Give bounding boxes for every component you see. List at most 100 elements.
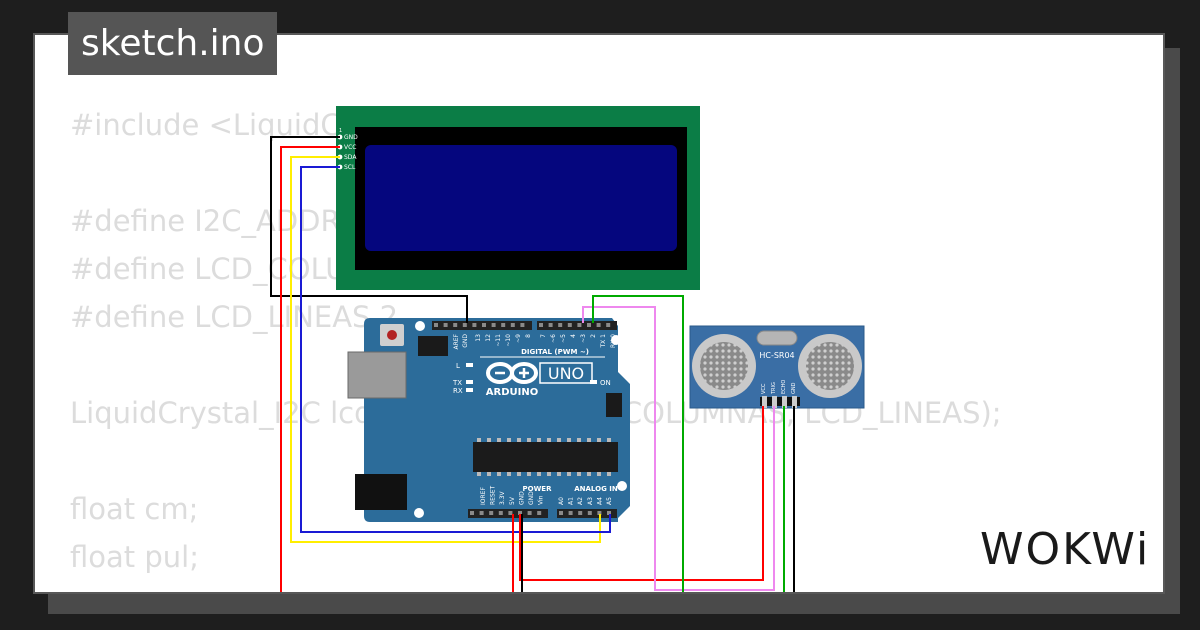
header-pin[interactable] xyxy=(587,511,592,515)
header-pin[interactable] xyxy=(479,511,484,515)
sensor-pin-vcc[interactable] xyxy=(762,396,767,408)
chip-leg xyxy=(477,472,481,476)
sensor-pin-labels: VCC TRIG ECHO GND xyxy=(761,380,797,395)
header-pin[interactable] xyxy=(501,323,506,327)
header-pin[interactable] xyxy=(489,511,494,515)
header-pin[interactable] xyxy=(510,323,515,327)
top-pin-label: 8 xyxy=(525,334,532,338)
header-pin[interactable] xyxy=(482,323,486,327)
usb-port xyxy=(347,351,407,399)
header-pin[interactable] xyxy=(587,323,591,327)
header-pin[interactable] xyxy=(558,323,563,327)
wire-sensor-echo[interactable] xyxy=(592,295,684,595)
header-pin[interactable] xyxy=(537,511,542,515)
chip-leg xyxy=(507,472,511,476)
chip-leg xyxy=(517,472,521,476)
hc-sr04-sensor[interactable]: HC-SR04 VCC TRIG ECHO GND xyxy=(689,325,865,409)
power-label: POWER xyxy=(523,485,553,493)
lcd-module[interactable]: 1 GND VCC SDA SCL xyxy=(336,106,700,290)
header-pin[interactable] xyxy=(518,511,522,515)
chip-leg xyxy=(557,472,561,476)
led-label-rx: RX xyxy=(453,387,463,395)
header-pin[interactable] xyxy=(470,511,474,515)
header-pin[interactable] xyxy=(548,323,553,327)
header-pin[interactable] xyxy=(508,511,513,515)
led-label-tx: TX xyxy=(452,379,462,387)
analog-label: ANALOG IN xyxy=(574,485,618,493)
sensor-mesh-right xyxy=(806,342,854,390)
wire-sensor-vcc[interactable] xyxy=(519,406,764,581)
bottom-header-pins xyxy=(470,511,611,515)
header-pin[interactable] xyxy=(472,323,477,327)
chip-leg xyxy=(607,438,611,442)
chip-leg xyxy=(487,438,491,442)
mount-hole xyxy=(415,321,425,331)
sensor-pin-label: GND xyxy=(791,382,797,394)
wires xyxy=(270,136,795,595)
led-label-l: L xyxy=(456,362,460,370)
header-pin[interactable] xyxy=(491,323,496,327)
mount-hole xyxy=(611,335,621,345)
header-pin[interactable] xyxy=(577,323,582,327)
top-pin-label: RX 0 xyxy=(610,334,617,348)
header-pin[interactable] xyxy=(578,511,583,515)
chip-leg xyxy=(537,472,541,476)
power-pin-label: 5V xyxy=(509,496,516,505)
header-pin[interactable] xyxy=(434,323,438,327)
code-line: float cm; xyxy=(70,492,199,526)
chip-leg xyxy=(507,438,511,442)
header-pin[interactable] xyxy=(597,511,602,515)
sketch-title: sketch.ino xyxy=(68,12,278,75)
header-pin[interactable] xyxy=(568,511,573,515)
led-rx xyxy=(466,388,473,392)
header-pin[interactable] xyxy=(453,323,458,327)
chip-leg xyxy=(577,438,581,442)
digital-header-right xyxy=(537,321,617,330)
top-pin-label: 13 xyxy=(475,334,482,342)
sensor-pin-echo[interactable] xyxy=(782,396,787,408)
chip-leg xyxy=(567,438,571,442)
power-pin-label: RESET xyxy=(490,485,497,505)
wire-sensor-trig[interactable] xyxy=(582,306,775,591)
sensor-pin-gnd[interactable] xyxy=(792,396,797,408)
top-pin-label: 12 xyxy=(485,334,492,342)
wire-lcd-vcc[interactable] xyxy=(280,146,340,595)
icsp2-header xyxy=(606,393,622,417)
header-pin[interactable] xyxy=(498,511,503,515)
sensor-mesh-left xyxy=(700,342,748,390)
top-header-pins xyxy=(434,323,611,327)
header-pin[interactable] xyxy=(596,323,601,327)
header-pin[interactable] xyxy=(527,511,532,515)
header-pin[interactable] xyxy=(559,511,563,515)
sensor-crystal xyxy=(756,330,798,346)
chip-leg xyxy=(547,438,551,442)
wire-lcd-gnd[interactable] xyxy=(270,136,468,323)
header-pin[interactable] xyxy=(606,323,611,327)
sensor-pin-label: VCC xyxy=(761,383,767,394)
power-pin-label: GND xyxy=(528,491,535,505)
top-pin-label: TX 1 xyxy=(600,334,607,349)
power-jack xyxy=(355,474,407,510)
sensor-pin-trig[interactable] xyxy=(772,396,777,408)
analog-pin-label: A1 xyxy=(568,497,575,505)
wire-lcd-scl[interactable] xyxy=(300,166,611,533)
power-pin-label: Vin xyxy=(538,495,545,505)
header-pin[interactable] xyxy=(520,323,525,327)
lcd-pin-label: VCC xyxy=(344,144,356,151)
analog-pin-label: A5 xyxy=(606,497,613,505)
led-tx xyxy=(466,380,473,384)
atmega-chip xyxy=(473,442,618,472)
led-on xyxy=(590,380,597,384)
chip-leg xyxy=(527,438,531,442)
chip-legs xyxy=(477,438,611,476)
model-label: UNO xyxy=(548,364,584,383)
sensor-model-label: HC-SR04 xyxy=(759,351,794,360)
header-pin[interactable] xyxy=(443,323,448,327)
header-pin[interactable] xyxy=(567,323,572,327)
header-pin[interactable] xyxy=(462,323,467,327)
header-pin[interactable] xyxy=(539,323,543,327)
lcd-pin1-label: 1 xyxy=(339,128,342,134)
chip-leg xyxy=(497,472,501,476)
header-pin[interactable] xyxy=(607,511,611,515)
